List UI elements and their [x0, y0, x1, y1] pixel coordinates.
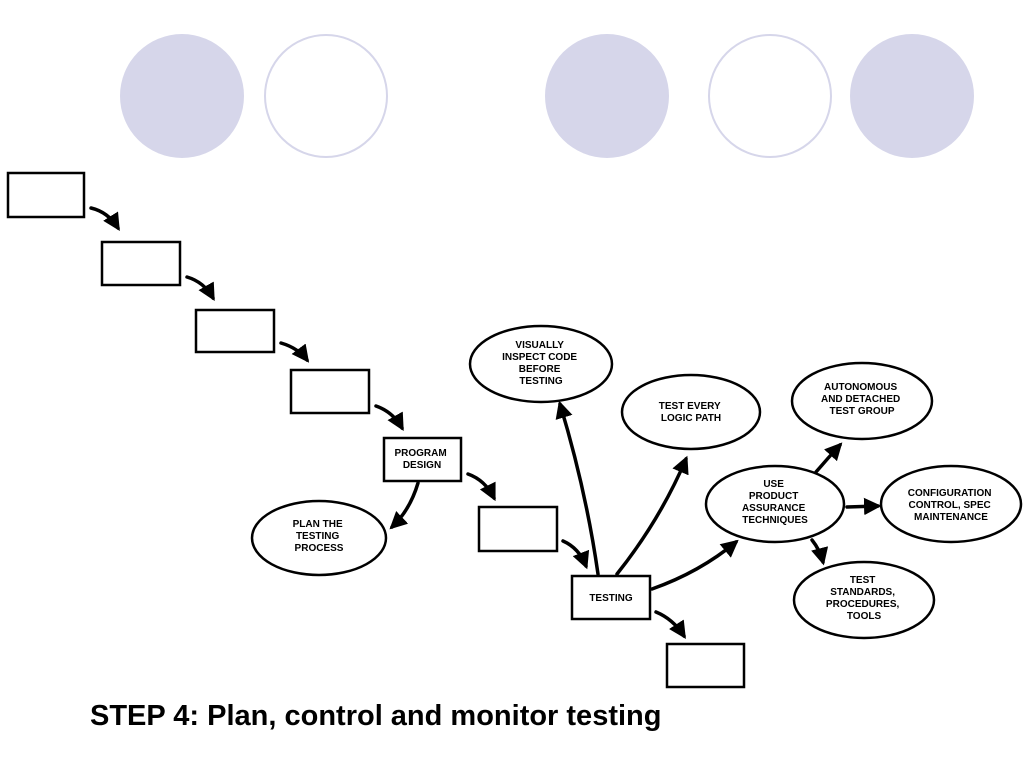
decorative-circle	[264, 34, 388, 158]
label-line: PROCESS	[295, 543, 344, 554]
ovals	[250, 324, 1023, 640]
flow-arrow	[654, 610, 686, 639]
oval-configuration	[879, 464, 1023, 544]
arrow-to-configuration	[845, 497, 882, 516]
flow-arrow	[374, 404, 404, 432]
label-line: BEFORE	[519, 364, 561, 375]
decorative-circle	[708, 34, 832, 158]
label-line: ASSURANCE	[742, 503, 806, 514]
waterfall-step-box	[6, 171, 86, 219]
testing-label: TESTING	[589, 593, 633, 604]
flow-arrow	[89, 206, 120, 231]
flow-arrow	[561, 539, 590, 570]
label-line: TESTING	[589, 593, 633, 604]
label-line: VISUALLY	[515, 340, 564, 351]
label-line: DESIGN	[403, 460, 441, 471]
oval-logic-path	[620, 373, 762, 451]
label-line: INSPECT CODE	[502, 352, 577, 363]
label-line: TESTING	[519, 376, 563, 387]
arrow-to-autonomous	[814, 442, 843, 474]
label-line: CONTROL, SPEC	[908, 500, 990, 511]
label-line: AND DETACHED	[821, 394, 900, 405]
testing-box	[570, 574, 652, 621]
label-line: AUTONOMOUS	[824, 382, 897, 393]
label-line: MAINTENANCE	[914, 512, 988, 523]
label-line: CONFIGURATION	[908, 488, 992, 499]
label-line: PROGRAM	[394, 448, 446, 459]
label-line: STANDARDS,	[830, 587, 895, 598]
decorative-circle	[120, 34, 244, 158]
waterfall-arrows	[89, 206, 686, 639]
oval-inspect-code	[468, 324, 614, 404]
label-line: TEST	[850, 575, 876, 586]
label-line: TOOLS	[847, 611, 882, 622]
oval-plan-testing	[250, 499, 388, 577]
arrow-to-product-assurance	[650, 539, 739, 591]
label-line: PROCEDURES,	[826, 599, 900, 610]
oval-product-assurance	[704, 464, 846, 544]
standards-label: TEST STANDARDS, PROCEDURES, TOOLS	[826, 575, 902, 622]
decorative-circle	[545, 34, 669, 158]
branch-arrows	[389, 400, 882, 591]
program-design-box	[382, 436, 463, 483]
waterfall-step-box	[665, 642, 746, 689]
waterfall-step-box	[289, 368, 371, 415]
decorative-circle	[850, 34, 974, 158]
program-design-label: PROGRAM DESIGN	[394, 448, 449, 471]
flow-arrow	[185, 275, 215, 302]
product-assurance-label: USE PRODUCT ASSURANCE TECHNIQUES	[742, 479, 808, 526]
flow-arrow	[279, 341, 310, 363]
label-line: USE	[763, 479, 784, 490]
waterfall-steps	[6, 171, 746, 689]
flow-arrow	[466, 472, 496, 502]
logic-path-label: TEST EVERY LOGIC PATH	[659, 401, 723, 424]
label-line: PRODUCT	[749, 491, 798, 502]
arrow-to-standards	[810, 538, 829, 566]
oval-standards	[792, 560, 936, 640]
oval-autonomous	[790, 361, 934, 441]
waterfall-step-box	[477, 505, 559, 553]
plan-testing-label: PLAN THE TESTING PROCESS	[293, 519, 346, 554]
label-line: TECHNIQUES	[742, 515, 808, 526]
waterfall-step-box	[194, 308, 276, 354]
label-line: TEST GROUP	[829, 406, 894, 417]
configuration-label: CONFIGURATION CONTROL, SPEC MAINTENANCE	[908, 488, 994, 523]
arrow-to-plan-testing	[389, 481, 420, 530]
label-line: TESTING	[296, 531, 340, 542]
step-caption: STEP 4: Plan, control and monitor testin…	[90, 700, 662, 732]
arrow-to-inspect-code	[555, 400, 600, 576]
inspect-code-label: VISUALLY INSPECT CODE BEFORE TESTING	[502, 340, 580, 387]
autonomous-label: AUTONOMOUS AND DETACHED TEST GROUP	[821, 382, 903, 417]
label-line: LOGIC PATH	[661, 413, 721, 424]
label-line: TEST EVERY	[659, 401, 721, 412]
label-line: PLAN THE	[293, 519, 343, 530]
arrow-to-logic-path	[615, 455, 689, 576]
waterfall-step-box	[100, 240, 182, 287]
